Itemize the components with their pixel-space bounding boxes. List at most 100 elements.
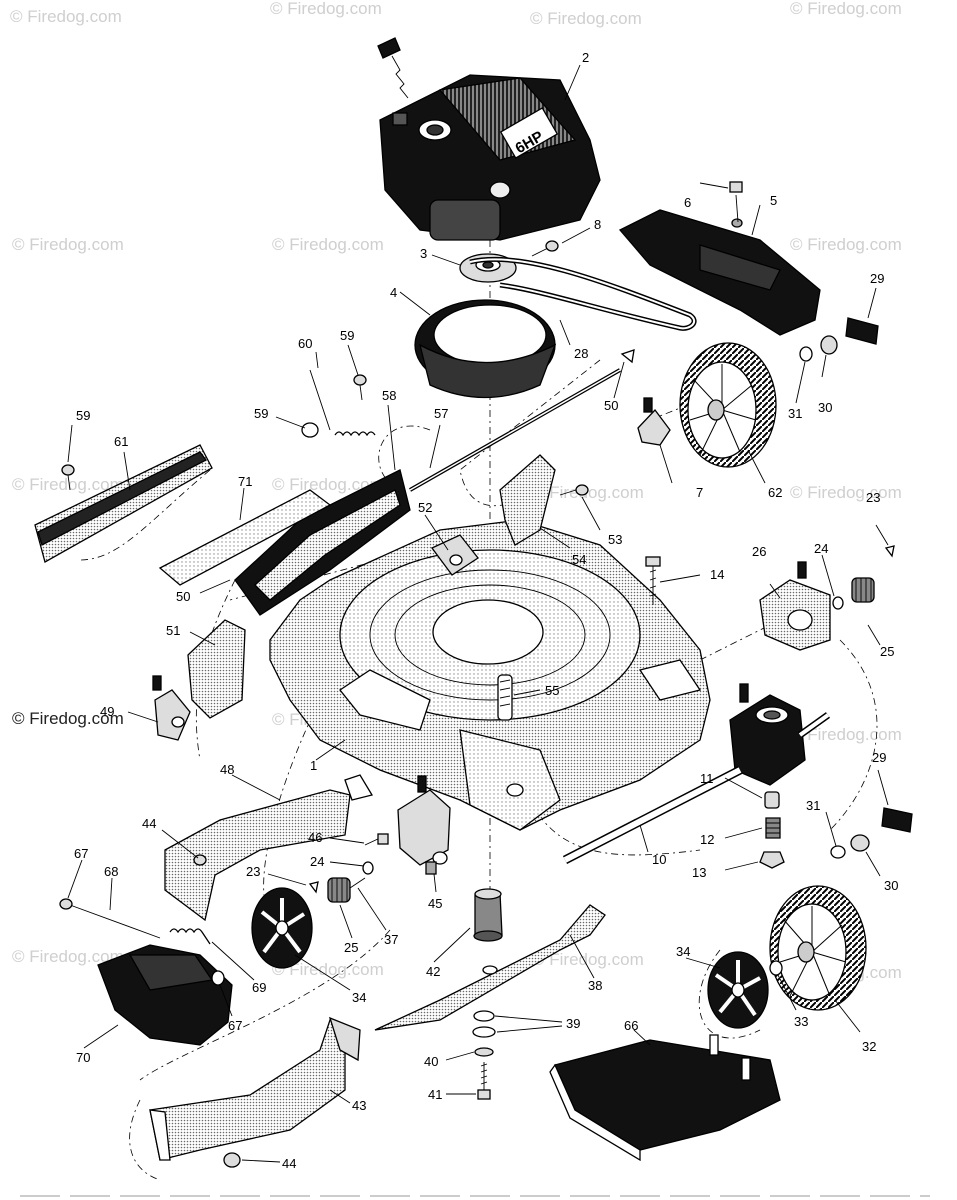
rod-68 <box>59 898 161 939</box>
clip-23-left <box>308 881 319 894</box>
bolt-14 <box>645 556 661 605</box>
washer-31 <box>799 346 813 362</box>
watermark: © Firedog.com <box>272 235 384 254</box>
spring-69 <box>169 928 211 945</box>
nut-30 <box>820 335 838 355</box>
part-label: 51 <box>166 623 180 638</box>
part-label: 34 <box>676 944 690 959</box>
watermark: © Firedog.com <box>530 9 642 28</box>
washer-24-right <box>832 596 844 610</box>
watermarks: © Firedog.com © Firedog.com © Firedog.co… <box>10 0 902 982</box>
part-label: 55 <box>545 683 559 698</box>
spring-60 <box>309 369 376 437</box>
part-label: 53 <box>608 532 622 547</box>
part-label: 14 <box>710 567 724 582</box>
bolt-59-left <box>61 464 75 491</box>
part-label: 33 <box>794 1014 808 1029</box>
part-label: 28 <box>574 346 588 361</box>
part-label: 10 <box>652 852 666 867</box>
wheel-disk-34a <box>251 887 313 969</box>
bolt-8 <box>531 240 559 257</box>
part-label: 4 <box>390 285 397 300</box>
blade-adapter-42 <box>473 888 503 942</box>
part-label: 31 <box>806 798 820 813</box>
knob-59 <box>301 422 319 438</box>
part-label: 30 <box>818 400 832 415</box>
transmission <box>729 683 831 786</box>
watermark: © Firedog.com <box>12 235 124 254</box>
baffle-48 <box>164 774 374 922</box>
blade-38 <box>374 904 606 1031</box>
side-chute-61 <box>34 444 213 563</box>
hub-cap-29 <box>845 317 879 345</box>
part-label: 29 <box>870 271 884 286</box>
bolt-46 <box>364 833 389 846</box>
belt-cover <box>618 209 821 336</box>
part-label: 24 <box>814 541 828 556</box>
pinion-gear-right <box>851 577 875 603</box>
front-wheel-lower <box>769 885 867 1011</box>
bushing-11 <box>764 791 780 809</box>
part-label: 23 <box>866 490 880 505</box>
washer-39b <box>472 1026 496 1038</box>
part-label: 44 <box>282 1156 296 1171</box>
watermark: © Firedog.com <box>272 475 384 494</box>
part-label: 13 <box>692 865 706 880</box>
rod-57 <box>409 368 621 492</box>
part-label: 69 <box>252 980 266 995</box>
bolt-59 <box>353 374 367 401</box>
part-label: 39 <box>566 1016 580 1031</box>
washer-33 <box>769 960 783 976</box>
watermark: © Firedog.com <box>532 950 644 969</box>
watermark: © Firedog.com <box>272 960 384 979</box>
part-label: 57 <box>434 406 448 421</box>
height-adjuster-7 <box>637 397 671 446</box>
pin-37 <box>349 877 366 889</box>
grass-catcher-66 <box>549 1034 781 1162</box>
part-label: 59 <box>340 328 354 343</box>
part-label: 59 <box>76 408 90 423</box>
washer-31b <box>830 845 846 859</box>
part-label: 48 <box>220 762 234 777</box>
rear-wheel-upper <box>679 342 777 468</box>
part-label: 12 <box>700 832 714 847</box>
height-adjuster-45 <box>397 775 451 875</box>
part-label: 1 <box>310 758 317 773</box>
part-label: 50 <box>176 589 190 604</box>
leader-lines <box>67 64 889 1163</box>
bracket-51 <box>187 619 246 719</box>
deck-post-55 <box>497 674 513 721</box>
part-label: 30 <box>884 878 898 893</box>
pinion-gear-left <box>327 877 351 903</box>
part-label: 2 <box>582 50 589 65</box>
part-label: 71 <box>238 474 252 489</box>
nut-44 <box>223 1152 241 1168</box>
dipstick <box>377 37 409 99</box>
part-label: 44 <box>142 816 156 831</box>
part-label: 29 <box>872 750 886 765</box>
axle-10 <box>562 765 743 865</box>
part-label: 31 <box>788 406 802 421</box>
part-label: 70 <box>76 1050 90 1065</box>
watermark: © Firedog.com <box>270 0 382 18</box>
rear-door-43 <box>149 1016 361 1161</box>
part-label: 26 <box>752 544 766 559</box>
part-label: 11 <box>700 771 714 786</box>
washer-24-left <box>362 861 374 875</box>
part-label: 58 <box>382 388 396 403</box>
part-label: 23 <box>246 864 260 879</box>
part-label: 54 <box>572 552 586 567</box>
bolt-6 <box>729 181 743 223</box>
part-label: 25 <box>344 940 358 955</box>
watermark: © Firedog.com <box>790 483 902 502</box>
part-label: 60 <box>298 336 312 351</box>
part-number-labels: 2 3 4 5 6 8 28 29 30 31 62 7 50 57 58 59… <box>74 50 898 1171</box>
part-label: 5 <box>770 193 777 208</box>
watermark: © Firedog.com <box>12 475 124 494</box>
drive-belt <box>469 256 697 331</box>
blower-housing <box>414 299 557 399</box>
washer-39a <box>473 1010 495 1022</box>
clip-50 <box>620 349 635 364</box>
part-label: 41 <box>428 1087 442 1102</box>
